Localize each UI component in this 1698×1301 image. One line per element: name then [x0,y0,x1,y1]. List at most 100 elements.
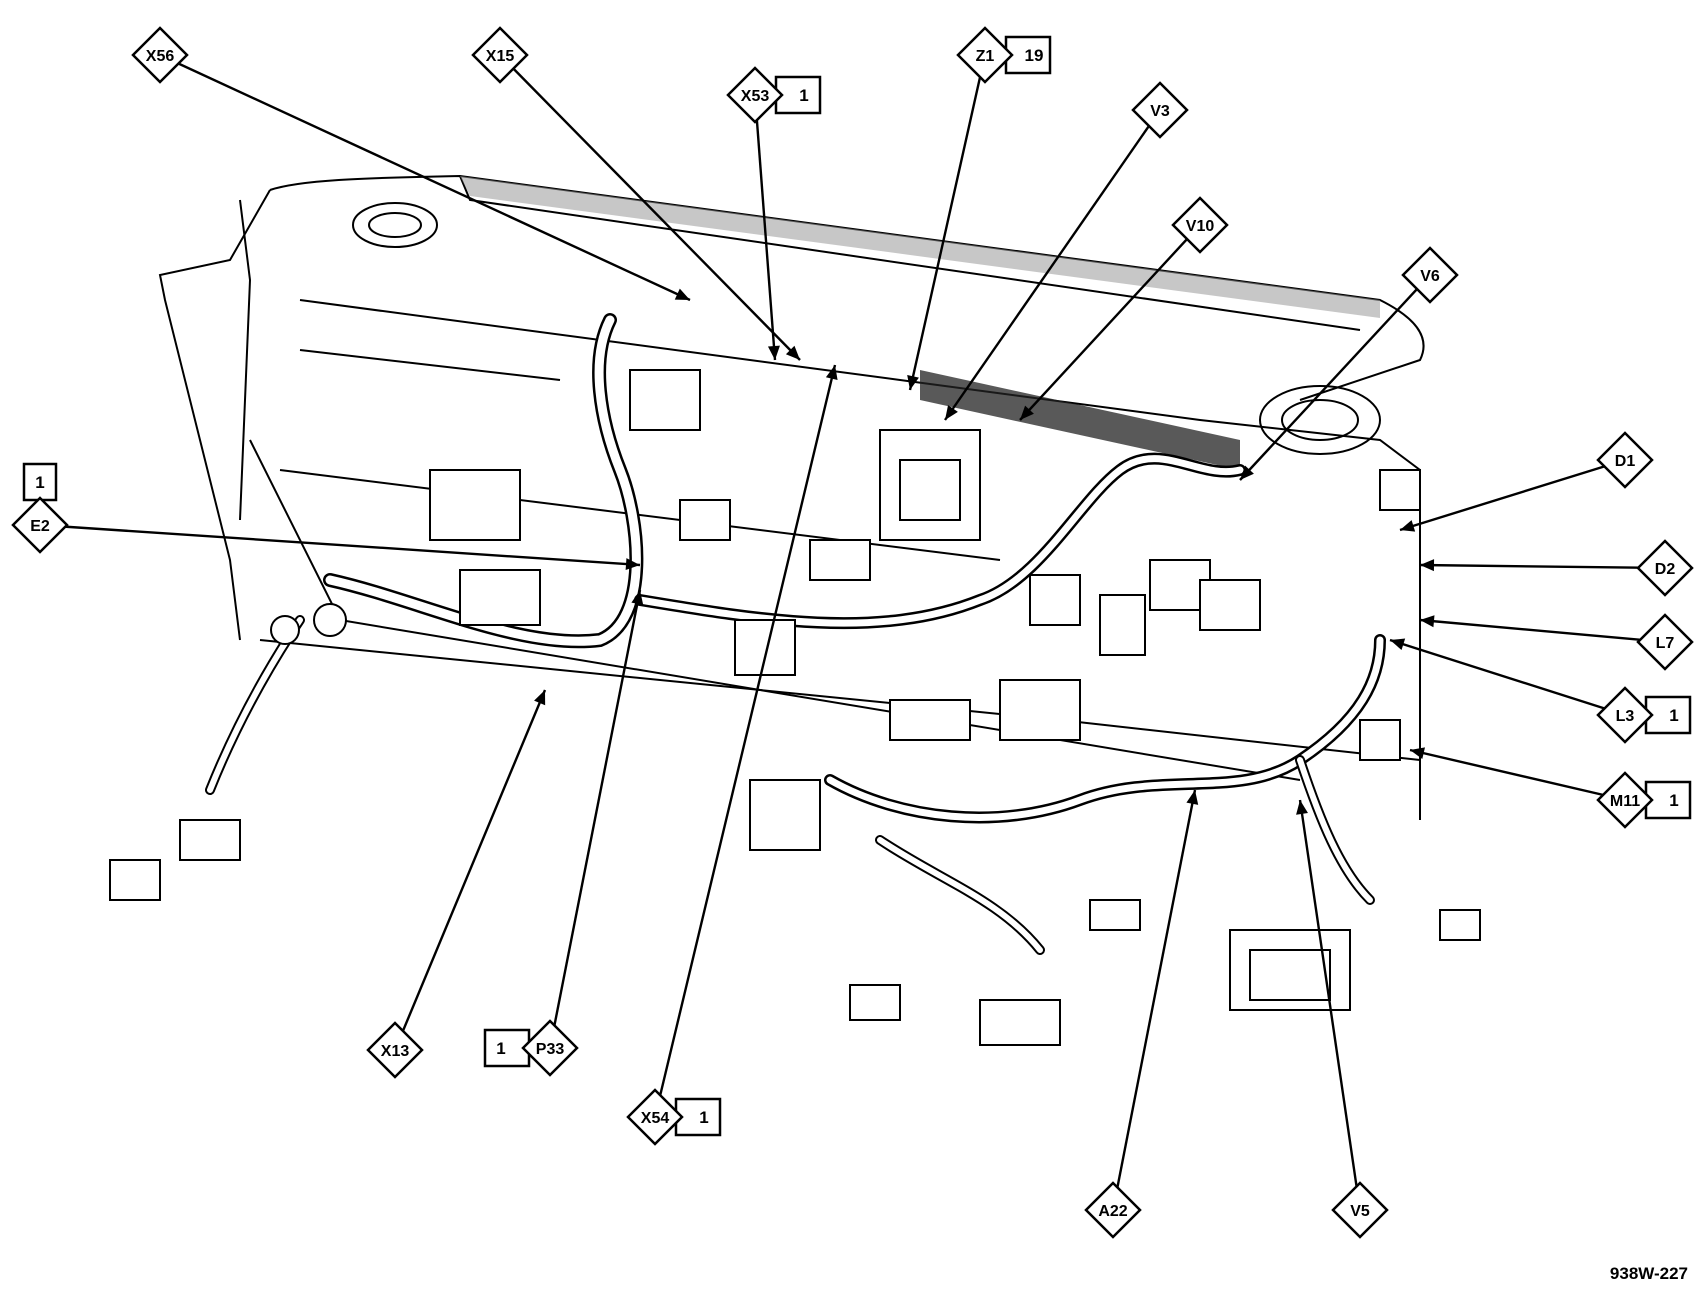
callout-x15: X15 [471,26,529,84]
connector-block [999,679,1081,741]
callout-diamond [1596,771,1654,829]
leader-line-x56 [159,53,691,302]
callout-label: D1 [1615,453,1636,470]
leader-line-l7 [1419,618,1666,644]
callout-label: X13 [381,1043,410,1060]
callout-diamond [1596,686,1654,744]
arrowhead [674,288,690,300]
callout-diamond [1084,1181,1142,1239]
callout-diamond [366,1021,424,1079]
callout-tag-text: 19 [1025,46,1044,65]
callout-diamond [1636,613,1694,671]
callout-e2: 1E2 [11,462,69,554]
leader-lines [39,53,1666,1211]
callout-d1: D1 [1596,431,1654,489]
callout-tag-box [1644,780,1692,820]
callout-a22: A22 [1084,1181,1142,1239]
arrowhead [631,590,644,605]
connector-block [679,499,731,541]
callout-diamond [626,1088,684,1146]
callout-v3: V3 [1131,81,1189,139]
callout-v5: V5 [1331,1181,1389,1239]
connector-block [1379,469,1421,511]
connector-block [459,569,541,626]
callout-x54: 1 X54 [626,1088,722,1146]
callout-diamond [726,66,784,124]
connector-block [734,619,796,676]
callout-diamond [1331,1181,1389,1239]
arrowhead [1020,405,1034,420]
arrowhead [767,345,780,360]
crash-pad-shading [460,176,1380,470]
callout-label: L7 [1656,635,1675,652]
callout-label: V3 [1150,103,1170,120]
leader-line-e2 [39,523,641,567]
callout-label: X54 [641,1110,670,1127]
arrowhead [1390,638,1406,650]
callout-label: V5 [1350,1203,1370,1220]
leader-line-v3 [944,109,1161,421]
callout-x56: X56 [131,26,189,84]
connector-block [179,819,241,861]
leader-line-m11 [1409,748,1626,802]
callout-diamond [1171,196,1229,254]
callout-tag-text: 1 [35,473,44,492]
callout-label: L3 [1616,708,1635,725]
callout-x53: 1 X53 [726,66,822,124]
callout-diamond [521,1019,579,1077]
connector-block [1029,574,1081,626]
callout-d2: D2 [1636,539,1694,597]
arrowhead [534,690,546,706]
connector-block [629,369,701,431]
connector-block [849,984,901,1021]
leader-line-v10 [1019,224,1201,421]
callout-label: X53 [741,88,770,105]
leader-line-x13 [393,689,547,1051]
callout-label: X15 [486,48,515,65]
arrowhead [625,558,640,571]
arrowhead [1420,615,1435,628]
connector-block [749,779,821,851]
callout-label: V10 [1186,218,1215,235]
connector-block [109,859,161,901]
leader-line-z1 [908,54,987,391]
connector-block [1099,594,1146,656]
connector-block [809,539,871,581]
arrowhead [1240,465,1254,480]
leader-line-d2 [1419,563,1666,570]
callout-v10: V10 [1171,196,1229,254]
connector-block [889,699,971,741]
figure-number: 938W-227 [1609,1264,1688,1283]
callout-tag-text: 1 [699,1108,708,1127]
callout-diamond [1636,539,1694,597]
leader-line-p33 [548,589,642,1049]
callout-label: P33 [536,1041,565,1058]
callout-tag-text: 1 [799,86,808,105]
callout-l7: L7 [1636,613,1694,671]
arrowhead [825,365,838,381]
callout-diamond [956,26,1014,84]
callout-label: X56 [146,48,175,65]
callout-diamond [1401,246,1459,304]
callout-diamond [1131,81,1189,139]
callout-label: D2 [1655,561,1676,578]
callout-tag-text: 1 [1669,706,1678,725]
arrowhead [1296,800,1308,815]
leader-line-x54 [653,364,837,1118]
arrowhead [907,375,919,390]
leader-line-x15 [499,54,801,361]
instrument-panel [158,174,1425,820]
callout-v6: V6 [1401,246,1459,304]
callout-tag-text: 1 [1669,791,1678,810]
connector-block [1199,579,1261,631]
connector-block [1359,719,1401,761]
connector-block [1229,929,1351,1011]
arrowhead [1400,520,1416,532]
arrowhead [945,405,958,420]
connector-block [429,469,521,541]
arrowhead [785,345,800,360]
callout-label: V6 [1420,268,1440,285]
